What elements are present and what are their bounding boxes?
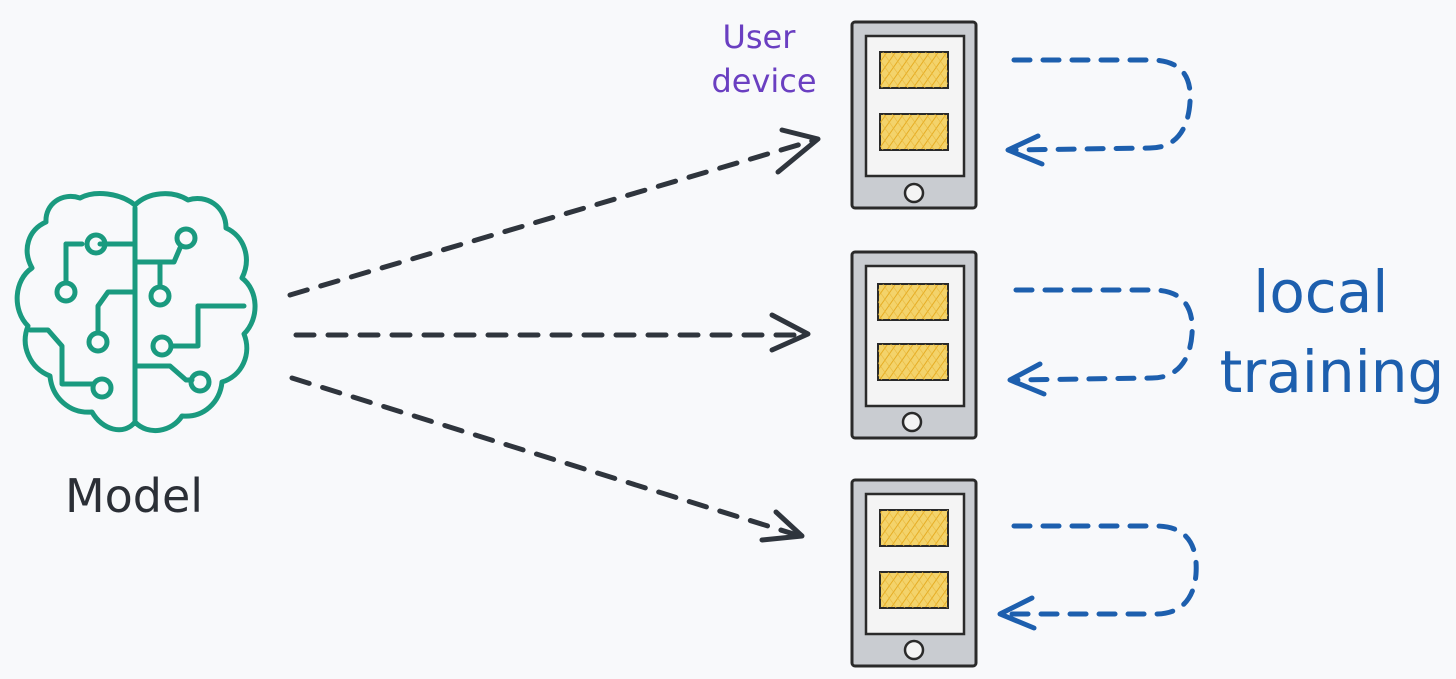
tablet-icon [850, 20, 978, 210]
local-loop-2 [1007, 287, 1195, 397]
model-label: Model [65, 469, 203, 523]
local-training-label: local training [1220, 258, 1445, 406]
arrow-to-device-1 [287, 127, 821, 298]
distribution-arrows [287, 127, 821, 543]
home-button [903, 639, 925, 661]
device-2 [850, 250, 1195, 440]
device-3 [850, 478, 1199, 668]
arrow-to-device-3 [289, 375, 805, 543]
model-node: Model [14, 191, 258, 523]
tablet-icon [850, 478, 978, 668]
local-loop-1 [1005, 57, 1193, 167]
tablet-icon [850, 250, 978, 440]
local-loop-3 [997, 523, 1199, 631]
home-button [903, 182, 925, 204]
user-device-label: User device [711, 18, 816, 100]
arrow-to-device-2 [293, 312, 811, 353]
device-1: User device [711, 18, 1193, 210]
home-button [901, 411, 923, 433]
brain-circuit-icon [14, 191, 258, 433]
